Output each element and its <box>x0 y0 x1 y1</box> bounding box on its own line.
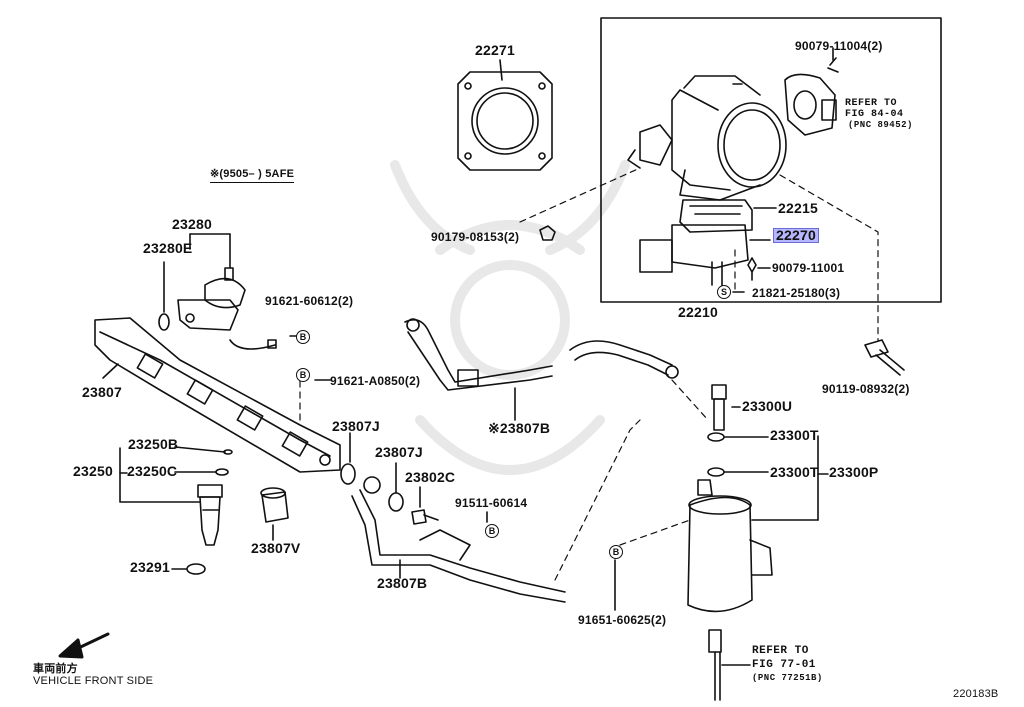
part-label-23807B-top[interactable]: ※23807B <box>488 420 551 436</box>
part-label-21821-25180[interactable]: 21821-25180(3) <box>752 286 841 300</box>
part-label-91621-A0850[interactable]: 91621-A0850(2) <box>330 374 421 388</box>
part-label-90079-11001[interactable]: 90079-11001 <box>772 261 845 275</box>
part-label-91621-60612[interactable]: 91621-60612(2) <box>265 294 354 308</box>
gasket-22271 <box>457 59 553 171</box>
part-label-90179-08153[interactable]: 90179-08153(2) <box>431 230 520 244</box>
diagram-code: 220183B <box>953 688 999 700</box>
part-label-22270[interactable]: 22270 <box>773 227 819 243</box>
part-label-90119-08932[interactable]: 90119-08932(2) <box>822 382 910 396</box>
part-label-23300U[interactable]: 23300U <box>742 398 793 414</box>
throttle-position-sensor <box>784 47 839 136</box>
model-note: ※(9505– ) 5AFE <box>210 168 295 183</box>
union-bolt-23802C <box>411 509 439 525</box>
seal-23250C <box>215 468 229 476</box>
throttle-body-box <box>600 17 942 303</box>
part-label-23807J-1[interactable]: 23807J <box>332 418 380 434</box>
badge-b-2: B <box>296 368 310 382</box>
gasket-23807J-1 <box>340 463 356 485</box>
part-label-23807J-2[interactable]: 23807J <box>375 444 423 460</box>
pressure-regulator-23280 <box>177 233 277 350</box>
part-label-23300T-1[interactable]: 23300T <box>770 427 819 443</box>
part-label-23250C[interactable]: 23250C <box>127 463 178 479</box>
fuel-hose-upper <box>569 340 679 379</box>
refer-84-title: REFER TO <box>845 98 898 109</box>
refer-84-pnc: (PNC 89452) <box>848 120 913 130</box>
insulator-23807V <box>260 487 289 523</box>
badge-b-1: B <box>296 330 310 344</box>
isc-valve-22270 <box>639 199 753 286</box>
part-label-23250[interactable]: 23250 <box>73 463 113 479</box>
part-label-91511-60614[interactable]: 91511-60614 <box>455 496 528 510</box>
fuel-delivery-pipe-23807 <box>94 317 341 473</box>
fuel-pipe-23807B-top <box>404 318 553 391</box>
throttle-body-22210 <box>627 75 787 201</box>
fuel-outlet-pipe <box>708 629 722 701</box>
part-label-23280[interactable]: 23280 <box>172 216 212 232</box>
o-ring-23280E <box>158 313 170 331</box>
part-label-22210[interactable]: 22210 <box>678 304 718 320</box>
part-label-23802C[interactable]: 23802C <box>405 469 456 485</box>
part-label-91651-60625[interactable]: 91651-60625(2) <box>578 613 667 627</box>
bolt-90119 <box>864 339 905 376</box>
refer-84-fig[interactable]: FIG 84-04 <box>845 109 904 120</box>
part-label-23280E[interactable]: 23280E <box>143 240 193 256</box>
bolt-23300U <box>711 384 727 431</box>
gasket-23291 <box>186 563 206 575</box>
badge-b-4: B <box>609 545 623 559</box>
front-direction-arrow <box>58 632 110 659</box>
clip-90179 <box>539 225 556 241</box>
fuel-injector-23250 <box>197 484 223 546</box>
refer-77-pnc: (PNC 77251B) <box>752 673 823 683</box>
part-label-23807V[interactable]: 23807V <box>251 540 301 556</box>
front-side-en: VEHICLE FRONT SIDE <box>33 675 154 687</box>
fuel-filter-23300P <box>687 479 773 613</box>
part-label-23300T-2[interactable]: 23300T <box>770 464 819 480</box>
part-label-23300P[interactable]: 23300P <box>829 464 879 480</box>
refer-77-fig[interactable]: FIG 77-01 <box>752 659 816 671</box>
watermark-logo <box>390 160 630 475</box>
part-label-22215[interactable]: 22215 <box>778 200 818 216</box>
part-label-23807[interactable]: 23807 <box>82 384 122 400</box>
refer-77-title: REFER TO <box>752 645 809 657</box>
part-label-23807B-bottom[interactable]: 23807B <box>377 575 428 591</box>
gasket-23300T-1 <box>707 432 725 442</box>
gasket-23807J-2 <box>388 492 404 512</box>
badge-b-3: B <box>485 524 499 538</box>
part-label-23250B[interactable]: 23250B <box>128 436 179 452</box>
part-label-23291[interactable]: 23291 <box>130 559 170 575</box>
fuel-pipe-23807B-bottom <box>351 476 566 603</box>
gasket-23300T-2 <box>707 467 725 477</box>
badge-s: S <box>717 285 731 299</box>
part-label-90079-11004[interactable]: 90079-11004(2) <box>795 39 883 53</box>
part-label-22271[interactable]: 22271 <box>475 42 515 58</box>
front-side-jp: 車両前方 <box>33 662 78 675</box>
